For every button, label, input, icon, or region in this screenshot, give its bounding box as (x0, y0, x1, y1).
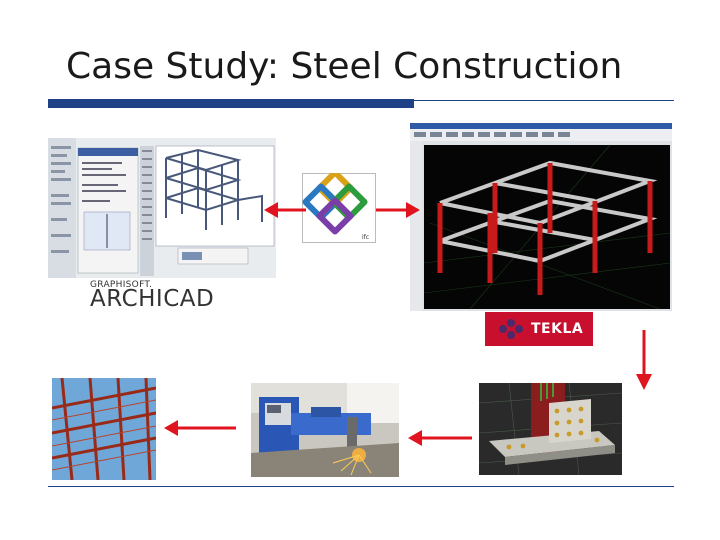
title-underline-bar (48, 99, 414, 108)
archicad-logo-text: ARCHICAD (90, 286, 215, 312)
archicad-screenshot (48, 138, 276, 278)
ifc-logo-icon: ifc (302, 173, 376, 243)
steel-frame-photo (52, 378, 156, 480)
bottom-divider (48, 486, 674, 487)
arrow-left-icon (264, 202, 306, 218)
arrow-left-icon (408, 430, 472, 446)
slide-title: Case Study: Steel Construction (66, 46, 623, 87)
tekla-logo-icon: TEKLA (485, 312, 593, 346)
svg-text:ifc: ifc (362, 234, 369, 241)
arrow-right-icon (376, 202, 420, 218)
title-underline-line (414, 100, 674, 101)
arrow-down-icon (636, 330, 652, 390)
connection-detail-render (479, 383, 622, 475)
tekla-screenshot (410, 123, 672, 311)
cnc-cutting-photo (251, 383, 399, 477)
graphisoft-logo-text: GRAPHISOFT. (90, 280, 153, 290)
tekla-logo-text: TEKLA (531, 321, 584, 337)
arrow-left-icon (164, 420, 236, 436)
